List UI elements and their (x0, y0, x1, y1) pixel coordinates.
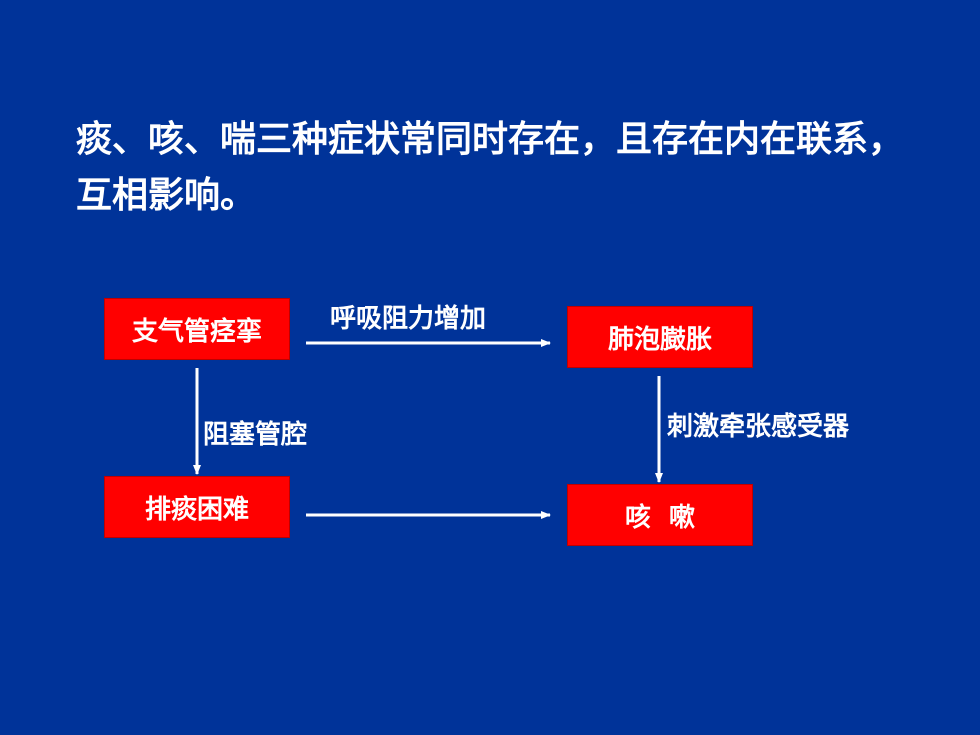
node-cough: 咳 嗽 (567, 484, 753, 546)
node-sputum-difficulty: 排痰困难 (104, 476, 290, 538)
edge-label-airway-obstruction: 阻塞管腔 (203, 420, 308, 450)
headline: 痰、咳、喘三种症状常同时存在，且存在内在联系，互相影响。 (76, 119, 905, 216)
node-alveolar-distension: 肺泡臌胀 (567, 306, 753, 368)
edge-label-stretch-receptor: 刺激牵张感受器 (667, 412, 850, 442)
node-bronchospasm: 支气管痉挛 (104, 298, 290, 360)
edge-label-respiratory-resistance: 呼吸阻力增加 (330, 304, 487, 334)
